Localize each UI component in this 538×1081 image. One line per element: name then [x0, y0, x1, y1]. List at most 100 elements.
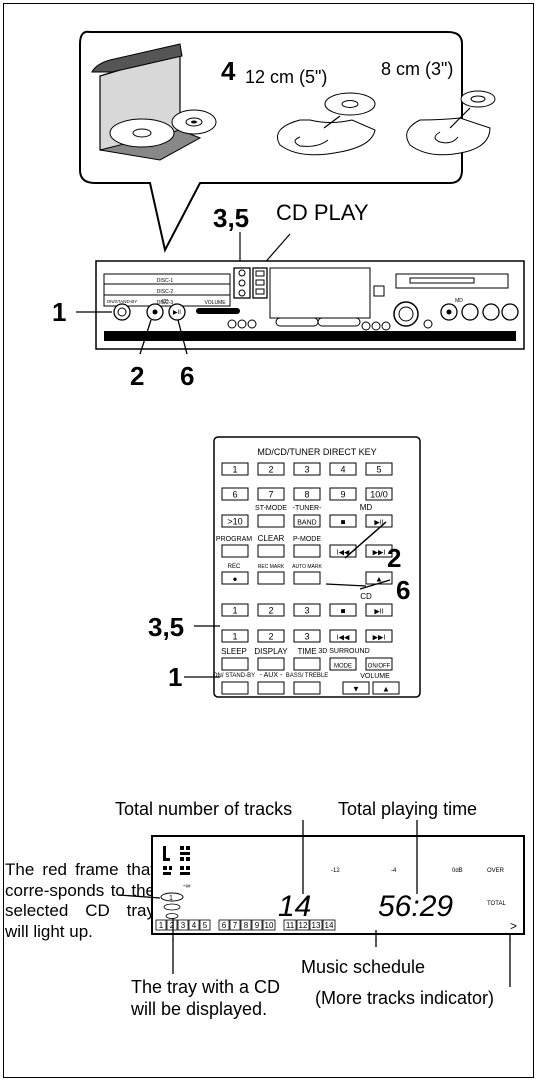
program-key[interactable] [221, 544, 249, 558]
tray-key-1[interactable] [221, 629, 249, 643]
disc-key-3[interactable] [293, 603, 321, 617]
cd-play-key-label: ▶II [374, 609, 383, 616]
cd-prev-key[interactable] [329, 629, 357, 643]
auto-mark-key[interactable] [293, 571, 321, 585]
schedule-box-8 [240, 919, 252, 931]
disc-8cm-illustration [406, 90, 496, 156]
schedule-box-5 [199, 919, 211, 931]
remote-step-2-label: 2 [387, 543, 402, 573]
md-play-key-label: ▶II [374, 520, 383, 527]
rec-key[interactable] [221, 571, 249, 585]
callout-bubble [79, 30, 496, 253]
direct-key-7[interactable] [257, 487, 285, 501]
volume-down-key-label: ▼ [352, 685, 360, 694]
band-key[interactable] [293, 514, 321, 528]
volume-up-key[interactable] [372, 681, 400, 695]
schedule-number-13: 13 [312, 921, 321, 930]
surround-onoff-key-label: ON/OFF [368, 664, 391, 670]
surround-onoff-key[interactable] [365, 657, 393, 671]
tuner-label: -TUNER- [293, 505, 322, 512]
md-next-key[interactable] [365, 544, 393, 558]
direct-key-8-label: 8 [304, 490, 309, 500]
schedule-box-14 [322, 919, 336, 931]
cd-play-key[interactable] [365, 603, 393, 617]
bass-label: BASS/ TREBLE [286, 673, 329, 679]
more-tracks-label: (More tracks indicator) [315, 988, 495, 1008]
key-over-10-label: >10 [227, 517, 242, 527]
cd-stop-key-label: ■ [341, 607, 346, 616]
meter-label-0db: 0dB [452, 868, 463, 874]
volume-down-key[interactable] [342, 681, 370, 695]
rec-mark-label: REC MARK [258, 564, 285, 570]
sleep-key[interactable] [221, 657, 249, 671]
cd-stop-key[interactable] [329, 603, 357, 617]
disc-key-1-label: 1 [232, 606, 237, 616]
unit-step-2-label: 2 [130, 361, 145, 391]
direct-key-4[interactable] [329, 462, 357, 476]
clear-key[interactable] [257, 544, 285, 558]
schedule-number-10: 10 [265, 921, 274, 930]
st-mode-key[interactable] [257, 514, 285, 528]
direct-key-6[interactable] [221, 487, 249, 501]
aux-label: - AUX - [260, 672, 283, 679]
onstandby-key[interactable] [221, 681, 249, 695]
total-tracks-label: Total number of tracks [115, 799, 293, 819]
lcd-playing-time: 56:29 [378, 890, 453, 923]
eject-key-label: ▲ [375, 575, 383, 584]
display-label: DISPLAY [254, 647, 288, 656]
md-stop-key[interactable] [329, 514, 357, 528]
direct-key-3[interactable] [293, 462, 321, 476]
direct-key-2-label: 2 [268, 465, 273, 475]
p-mode-label: P-MODE [293, 536, 321, 543]
tray-key-2[interactable] [257, 629, 285, 643]
red-frame-note: The red frame that corre-sponds to the s… [5, 860, 155, 941]
disc-2-label: DISC-2 [157, 289, 174, 295]
direct-key-3-label: 3 [304, 465, 309, 475]
direct-key-9[interactable] [329, 487, 357, 501]
schedule-number-14: 14 [325, 921, 334, 930]
key-over-10[interactable] [221, 514, 249, 528]
remote-step-1-label: 1 [168, 662, 183, 692]
tray-key-3[interactable] [293, 629, 321, 643]
bass-key[interactable] [293, 681, 321, 695]
schedule-number-6: 6 [222, 921, 227, 930]
disc-key-1[interactable] [221, 603, 249, 617]
aux-key[interactable] [257, 681, 285, 695]
unit-step-1-label: 1 [52, 297, 67, 327]
step-4-label: 4 [221, 56, 236, 86]
tray-key-3-label: 3 [304, 632, 309, 642]
direct-key-2[interactable] [257, 462, 285, 476]
direct-key-10/0-label: 10/0 [370, 490, 388, 500]
rec-mark-key[interactable] [257, 571, 285, 585]
schedule-number-8: 8 [244, 921, 249, 930]
p-mode-key[interactable] [293, 544, 321, 558]
st-mode-label: ST-MODE [255, 505, 287, 512]
direct-key-1[interactable] [221, 462, 249, 476]
schedule-box-10 [262, 919, 276, 931]
cd-next-key[interactable] [365, 629, 393, 643]
md-label: MD [360, 503, 373, 512]
direct-key-8[interactable] [293, 487, 321, 501]
schedule-number-4: 4 [192, 921, 197, 930]
schedule-box-6 [218, 919, 230, 931]
display-key[interactable] [257, 657, 285, 671]
disc-12cm-illustration [277, 92, 376, 156]
direct-key-5[interactable] [365, 462, 393, 476]
lcd-total-label: TOTAL [487, 901, 506, 907]
disc-key-2[interactable] [257, 603, 285, 617]
md-stop-key-label: ■ [341, 518, 346, 527]
schedule-box-13 [309, 919, 323, 931]
md-next-key-label: ▶▶I [373, 550, 386, 557]
remote-step-6-label: 6 [396, 575, 411, 605]
direct-key-10/0[interactable] [365, 487, 393, 501]
time-key[interactable] [293, 657, 321, 671]
direct-key-7-label: 7 [268, 490, 273, 500]
direct-key-4-label: 4 [340, 465, 345, 475]
direct-key-9-label: 9 [340, 490, 345, 500]
rec-key-label: ● [233, 575, 238, 584]
surround-mode-key[interactable] [329, 657, 357, 671]
tray-key-1-label: 1 [232, 632, 237, 642]
md-play-key[interactable] [365, 514, 393, 528]
